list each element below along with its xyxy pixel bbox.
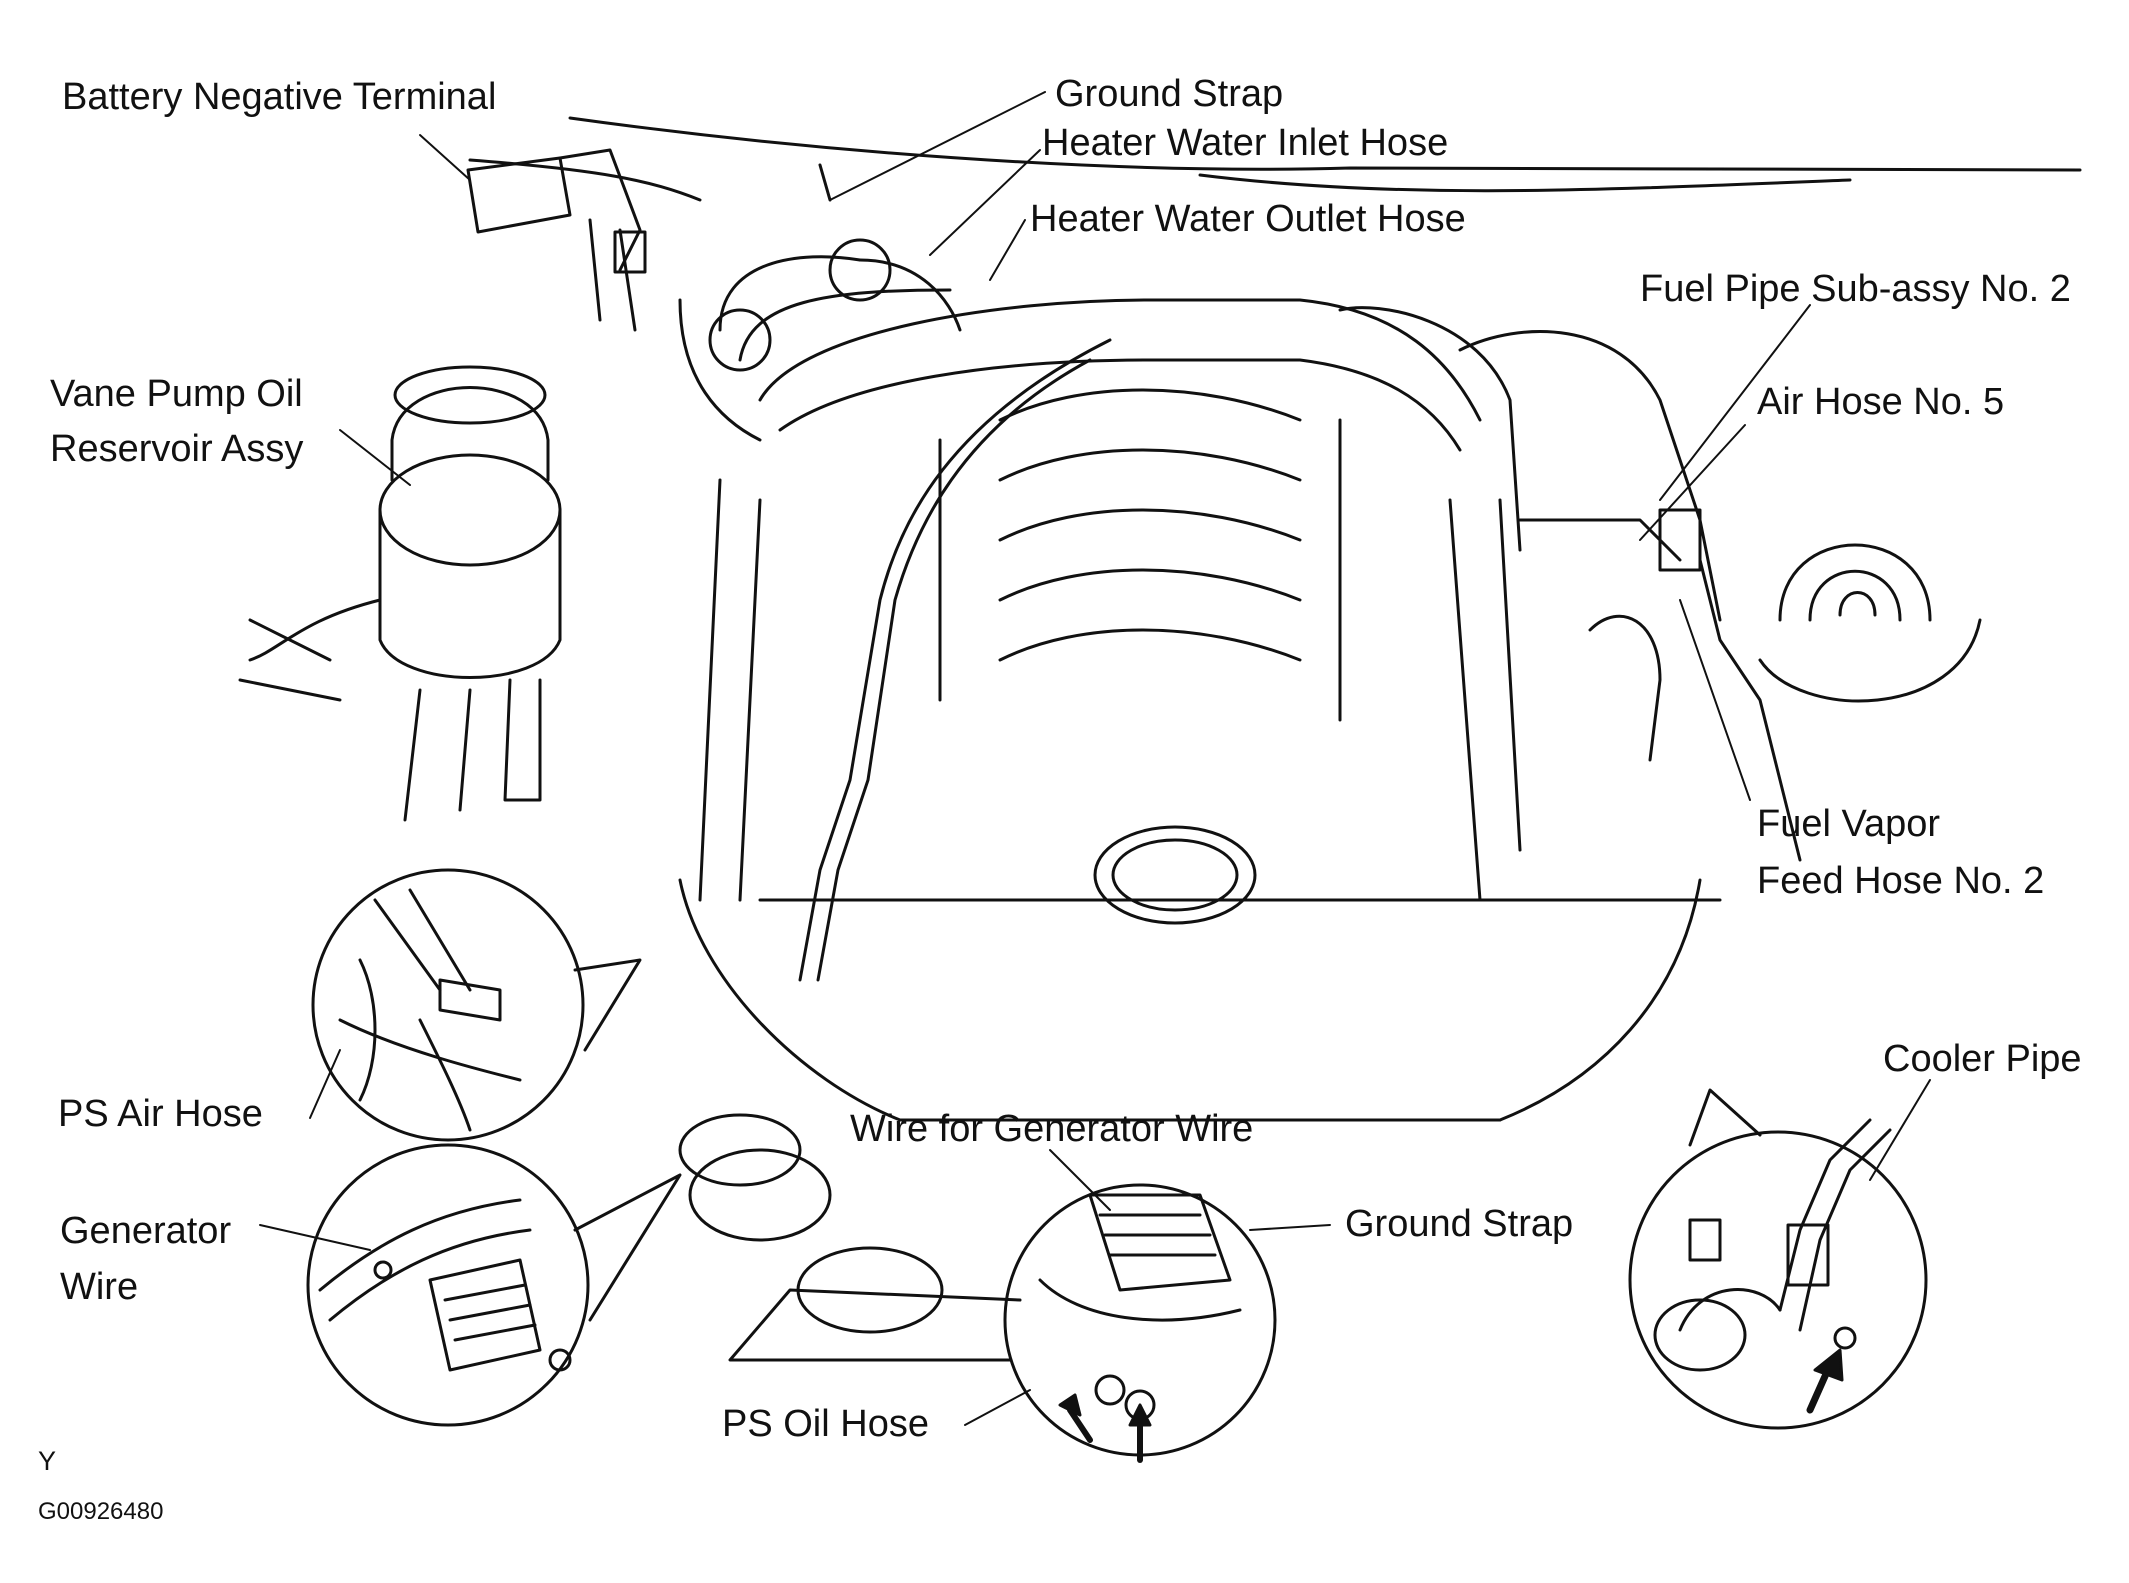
strut-tower-part [1758, 543, 1982, 703]
fuel-pipe-cluster-part [1338, 306, 1802, 862]
figure-code-label: G00926480 [38, 1498, 164, 1525]
leader-lines [259, 91, 1931, 1426]
ps-air-hose-label: PS Air Hose [58, 1093, 263, 1135]
heater-water-inlet-hose-label: Heater Water Inlet Hose [1042, 122, 1449, 164]
heater-hoses-part [678, 163, 962, 442]
view-marker-label: Y [38, 1446, 57, 1476]
vane-pump-label-line1: Vane Pump Oil [50, 373, 303, 415]
vane-pump-label-line2: Reservoir Assy [50, 428, 304, 470]
inset-generator-bottom [728, 1183, 1277, 1463]
inset-generator-wire [306, 1143, 682, 1427]
inset-cooler-pipe [1628, 1088, 1928, 1430]
ps-oil-hose-label: PS Oil Hose [722, 1403, 929, 1445]
air-hose-no5-label: Air Hose No. 5 [1757, 381, 2005, 423]
fuel-vapor-label-line1: Fuel Vapor [1757, 803, 1941, 845]
crank-pulley-part [1093, 825, 1257, 925]
wire-for-generator-wire-label: Wire for Generator Wire [850, 1108, 1254, 1150]
vane-pump-reservoir-part [238, 365, 562, 822]
generator-wire-label-line1: Generator [60, 1210, 232, 1252]
cooler-pipe-label: Cooler Pipe [1883, 1038, 2082, 1080]
intake-manifold-part [678, 298, 1722, 1122]
fuel-pipe-sub-assy-label: Fuel Pipe Sub-assy No. 2 [1640, 268, 2071, 310]
battery-negative-terminal-label: Battery Negative Terminal [62, 76, 497, 118]
fuel-vapor-label-line2: Feed Hose No. 2 [1757, 860, 2045, 902]
heater-water-outlet-hose-label: Heater Water Outlet Hose [1030, 198, 1466, 240]
ground-strap-bottom-label: Ground Strap [1345, 1203, 1574, 1245]
inset-ps-air-hose [311, 868, 642, 1142]
wire-harness-part [798, 338, 1112, 982]
ground-strap-top-label: Ground Strap [1055, 73, 1284, 115]
generator-wire-label-line2: Wire [60, 1266, 139, 1308]
battery-terminal-part [466, 148, 647, 332]
